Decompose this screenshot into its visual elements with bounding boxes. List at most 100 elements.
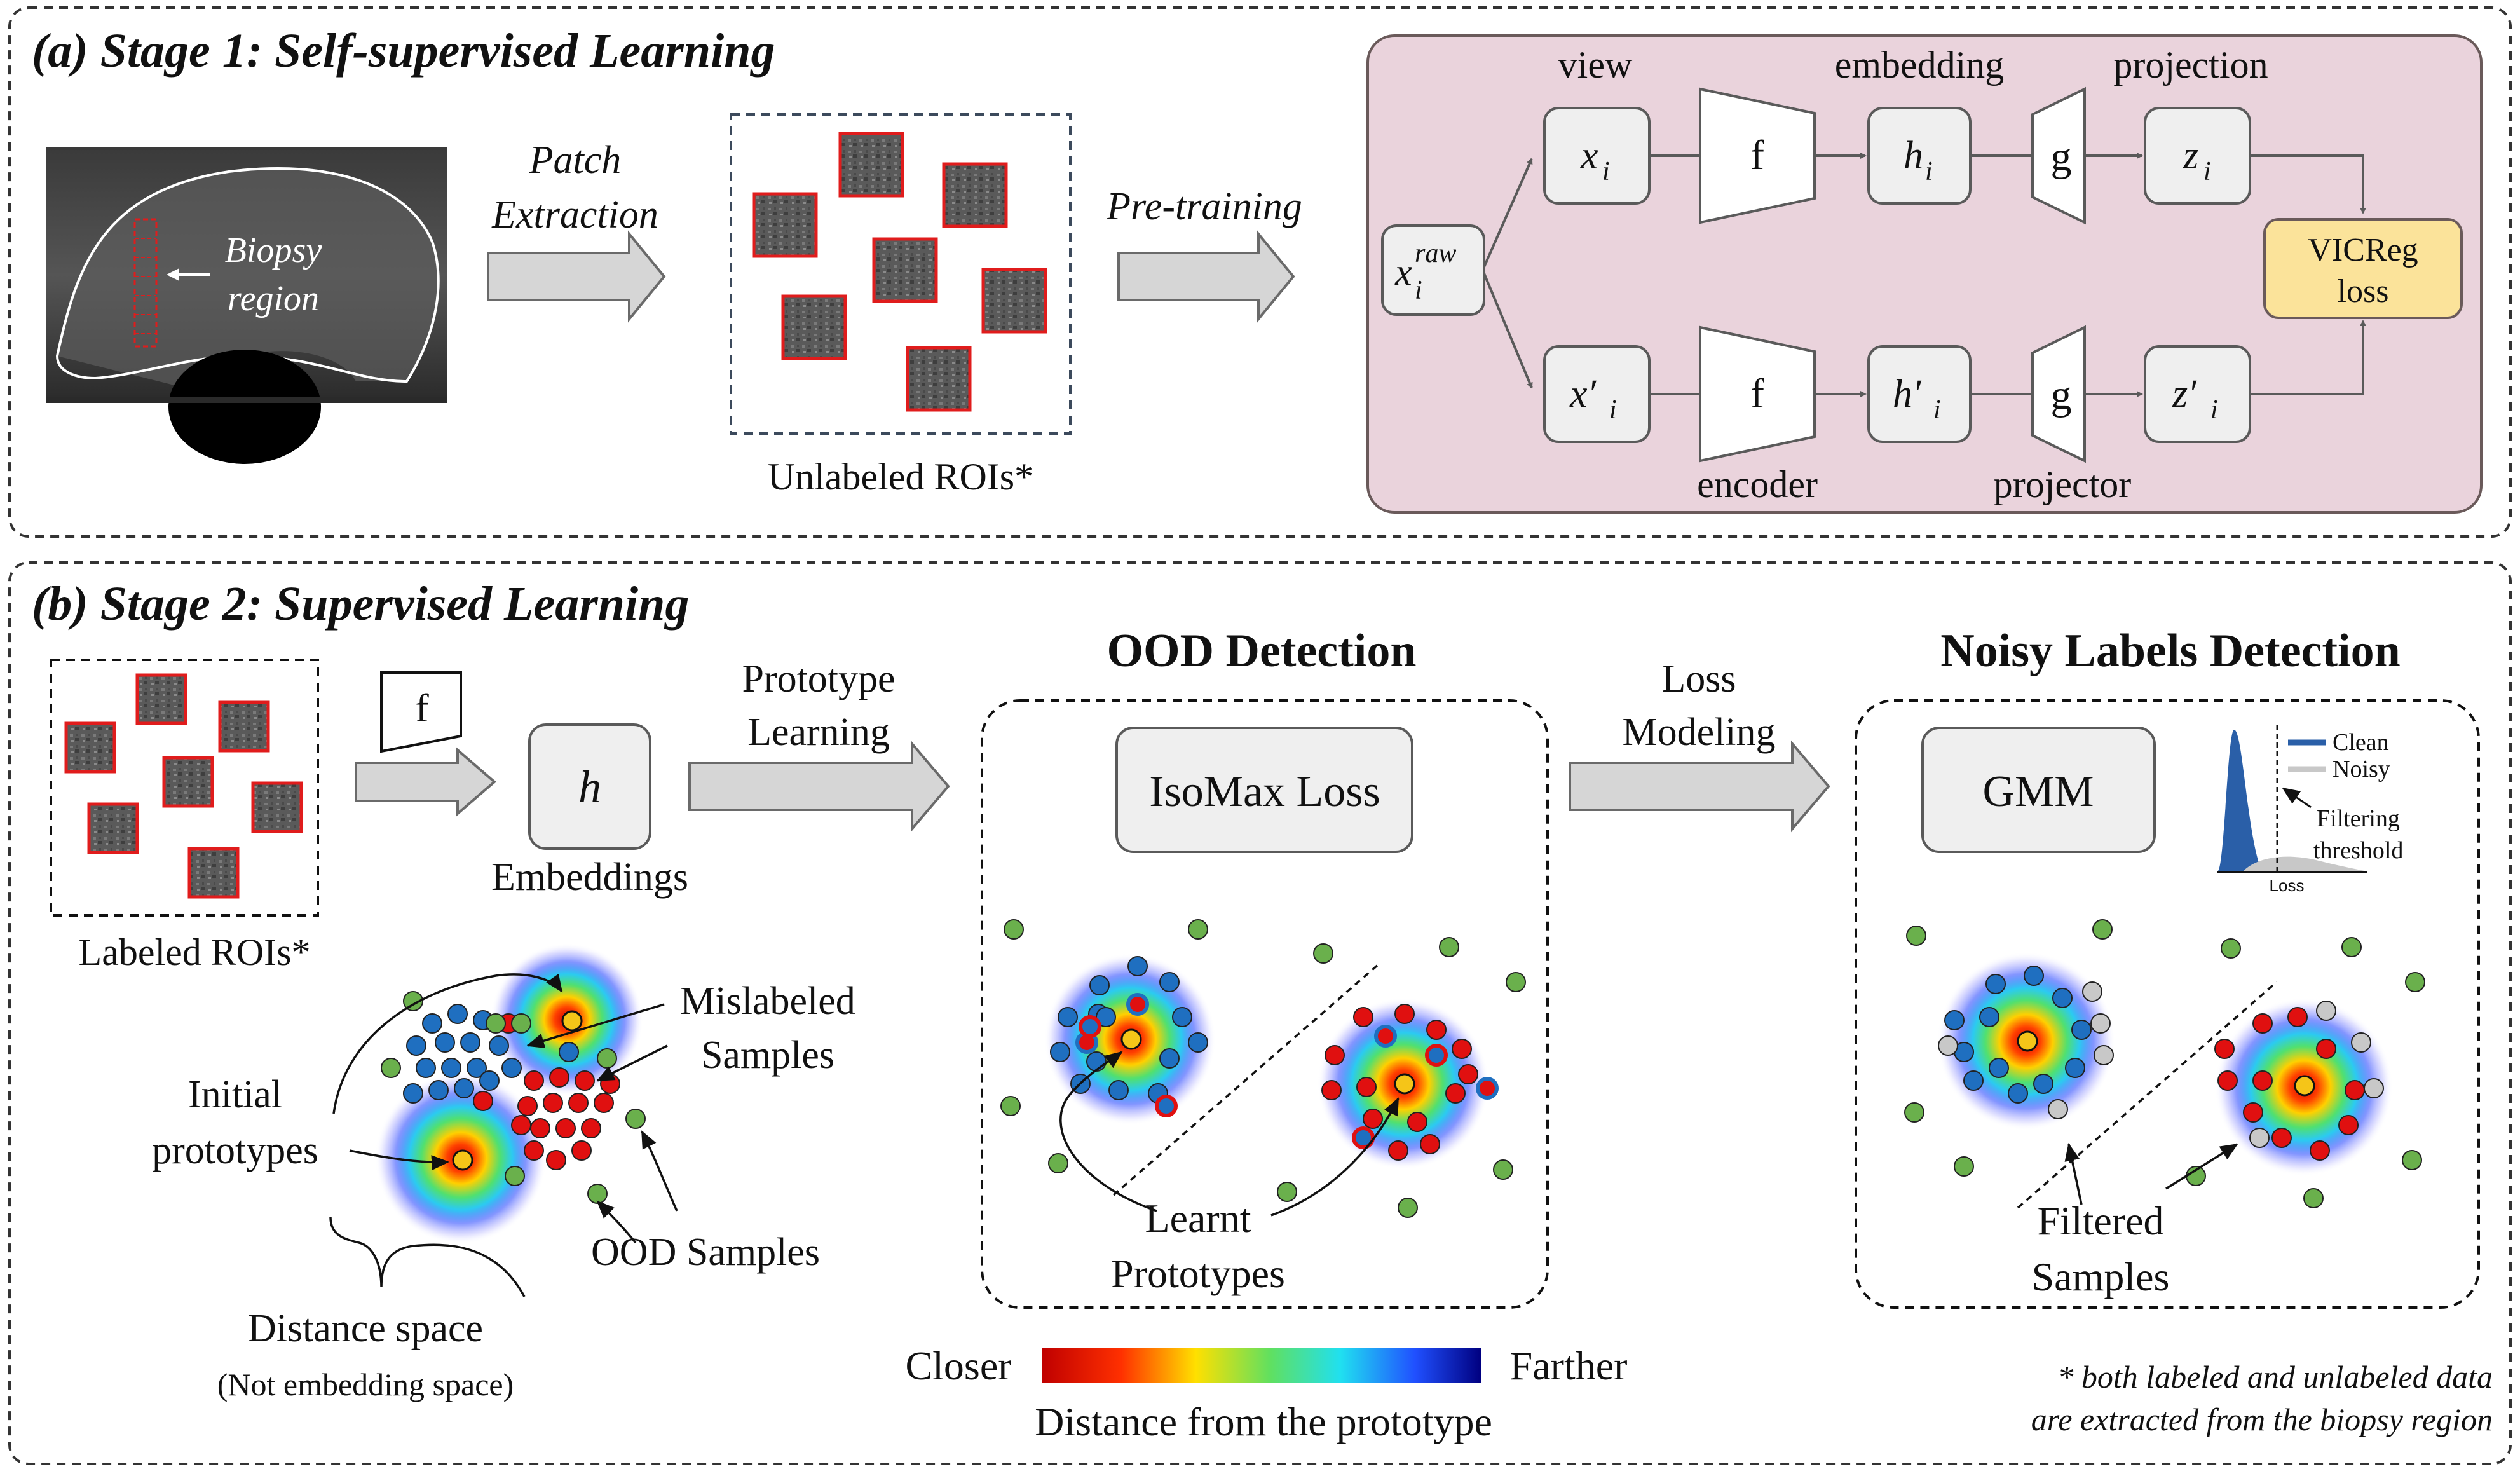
x-i-base: x bbox=[1580, 134, 1598, 177]
scatter-dot bbox=[486, 1013, 506, 1034]
ood-samples-label: OOD Samples bbox=[591, 1231, 820, 1274]
scatter-dot bbox=[1445, 1083, 1466, 1104]
scatter-dot bbox=[594, 1093, 614, 1113]
scatter-dot bbox=[2310, 1140, 2330, 1161]
scatter-dot bbox=[1188, 919, 1208, 940]
label-projector: projector bbox=[1994, 463, 2132, 505]
scatter-dot bbox=[1493, 1159, 1513, 1180]
scatter-dot bbox=[1126, 993, 1149, 1016]
scatter-dot bbox=[1321, 1080, 1342, 1100]
labeled-rois-box bbox=[50, 659, 319, 917]
projector-g-top-label: g bbox=[2051, 133, 2072, 180]
scatter-dot bbox=[2033, 1074, 2053, 1094]
scatter-dot bbox=[1963, 1070, 1984, 1091]
unlabeled-rois-caption: Unlabeled ROIs* bbox=[768, 456, 1033, 498]
scatter-dot bbox=[1127, 956, 1148, 976]
vicreg-loss-line1: VICReg bbox=[2308, 232, 2418, 268]
scatter-dot bbox=[454, 1078, 474, 1098]
biopsy-label-2: region bbox=[228, 279, 319, 318]
scatter-dot bbox=[467, 1058, 487, 1078]
colorbar-caption: Distance from the prototype bbox=[1035, 1399, 1492, 1444]
scatter-dot bbox=[2217, 1070, 2238, 1091]
encoder-f-bottom-label: f bbox=[1750, 371, 1764, 417]
embeddings-caption: Embeddings bbox=[491, 856, 688, 899]
projector-g-bottom-label: g bbox=[2051, 372, 2072, 418]
noisy-scatter-plot bbox=[1904, 919, 2425, 1209]
label-encoder: encoder bbox=[1697, 463, 1818, 505]
ultrasound-image: Biopsy region bbox=[46, 147, 447, 464]
h-label: h bbox=[578, 762, 601, 812]
unlabeled-rois-box bbox=[730, 113, 1072, 435]
stage1-frame bbox=[8, 6, 2512, 538]
scatter-dot bbox=[1089, 975, 1110, 995]
scatter-dot bbox=[2271, 1128, 2292, 1148]
gmm-box bbox=[1921, 727, 2156, 853]
vicreg-loss-line2: loss bbox=[2338, 273, 2389, 310]
x-raw-sub: i bbox=[1415, 276, 1422, 305]
z-prime-i-base: z′ bbox=[2172, 372, 2197, 416]
h-prime-i-base: h′ bbox=[1893, 372, 1922, 416]
scatter-dot bbox=[568, 1093, 589, 1113]
prototype-learning-label-2: Learning bbox=[747, 711, 890, 754]
scatter-dot bbox=[524, 1070, 544, 1091]
distance-colorbar bbox=[1042, 1348, 1481, 1383]
scatter-dot bbox=[2090, 1013, 2111, 1034]
x-prime-i-base: x′ bbox=[1569, 372, 1597, 416]
node-x-i bbox=[1543, 107, 1651, 205]
stage2-title: (b) Stage 2: Supervised Learning bbox=[32, 577, 689, 631]
filter-label-2: threshold bbox=[2313, 837, 2403, 864]
scatter-dot bbox=[511, 1013, 531, 1034]
scatter-dot bbox=[1506, 972, 1526, 992]
scatter-dot bbox=[1979, 1007, 1999, 1027]
scatter-dot bbox=[1954, 1156, 1974, 1177]
node-z-i bbox=[2144, 107, 2251, 205]
patch-extraction-label-1: Patch bbox=[529, 139, 622, 182]
encoder-f-bottom bbox=[1699, 325, 1816, 463]
scatter-dot bbox=[2316, 1001, 2336, 1021]
x-prime-i-sub: i bbox=[1609, 395, 1617, 425]
scatter-dot bbox=[1096, 1007, 1116, 1027]
filtered-samples-label-2: Samples bbox=[2032, 1254, 2170, 1299]
scatter-dot bbox=[2082, 981, 2102, 1002]
header-view: view bbox=[1558, 44, 1633, 86]
scatter-dot bbox=[1420, 1134, 1440, 1154]
filter-label-1: Filtering bbox=[2317, 805, 2400, 832]
scatter-dot bbox=[1394, 1004, 1415, 1024]
scatter-dot bbox=[2065, 1058, 2085, 1078]
pretraining-arrow bbox=[1117, 230, 1295, 323]
not-embedding-label: (Not embedding space) bbox=[217, 1367, 514, 1402]
filtered-samples-label-1: Filtered bbox=[2037, 1198, 2163, 1243]
scatter-dot bbox=[1352, 1126, 1375, 1149]
scatter-dot bbox=[2071, 1020, 2092, 1040]
scatter-dot bbox=[2008, 1083, 2028, 1104]
stage1-title: (a) Stage 1: Self-supervised Learning bbox=[32, 24, 775, 78]
noisy-detection-title: Noisy Labels Detection bbox=[1940, 625, 2401, 677]
scatter-dot bbox=[2252, 1013, 2273, 1034]
learnt-prototypes-label-1: Learnt bbox=[1145, 1196, 1251, 1241]
scatter-dot bbox=[2341, 937, 2362, 957]
prototype-learning-arrow bbox=[688, 740, 950, 833]
scatter-dot bbox=[1398, 1198, 1418, 1218]
scatter-dot bbox=[597, 1048, 617, 1069]
scatter-dot bbox=[1325, 1045, 1345, 1065]
scatter-dot bbox=[2252, 1070, 2273, 1091]
scatter-dot bbox=[2243, 1102, 2263, 1123]
scatter-dot bbox=[1407, 1112, 1427, 1132]
scatter-dot bbox=[549, 1067, 569, 1088]
scatter-dot bbox=[1938, 1035, 1958, 1056]
initial-prototypes-label-2: prototypes bbox=[152, 1129, 318, 1172]
scatter-dot bbox=[1000, 1096, 1021, 1116]
scatter-dot bbox=[1458, 1064, 1478, 1084]
scatter-dot bbox=[2303, 1188, 2324, 1208]
scatter-dot bbox=[1079, 1015, 1101, 1038]
scatter-dot bbox=[575, 1070, 595, 1091]
patch-extraction-label-2: Extraction bbox=[491, 193, 658, 236]
scatter-dot bbox=[555, 1118, 576, 1138]
node-h-prime-i bbox=[1867, 345, 1972, 443]
biopsy-label-1: Biopsy bbox=[225, 231, 322, 270]
labeled-roi-patches bbox=[64, 673, 303, 899]
scatter-dot bbox=[524, 1140, 544, 1161]
x-raw-sup: raw bbox=[1415, 239, 1456, 268]
scatter-dot bbox=[1050, 1042, 1070, 1062]
scatter-dot bbox=[2094, 1045, 2114, 1065]
